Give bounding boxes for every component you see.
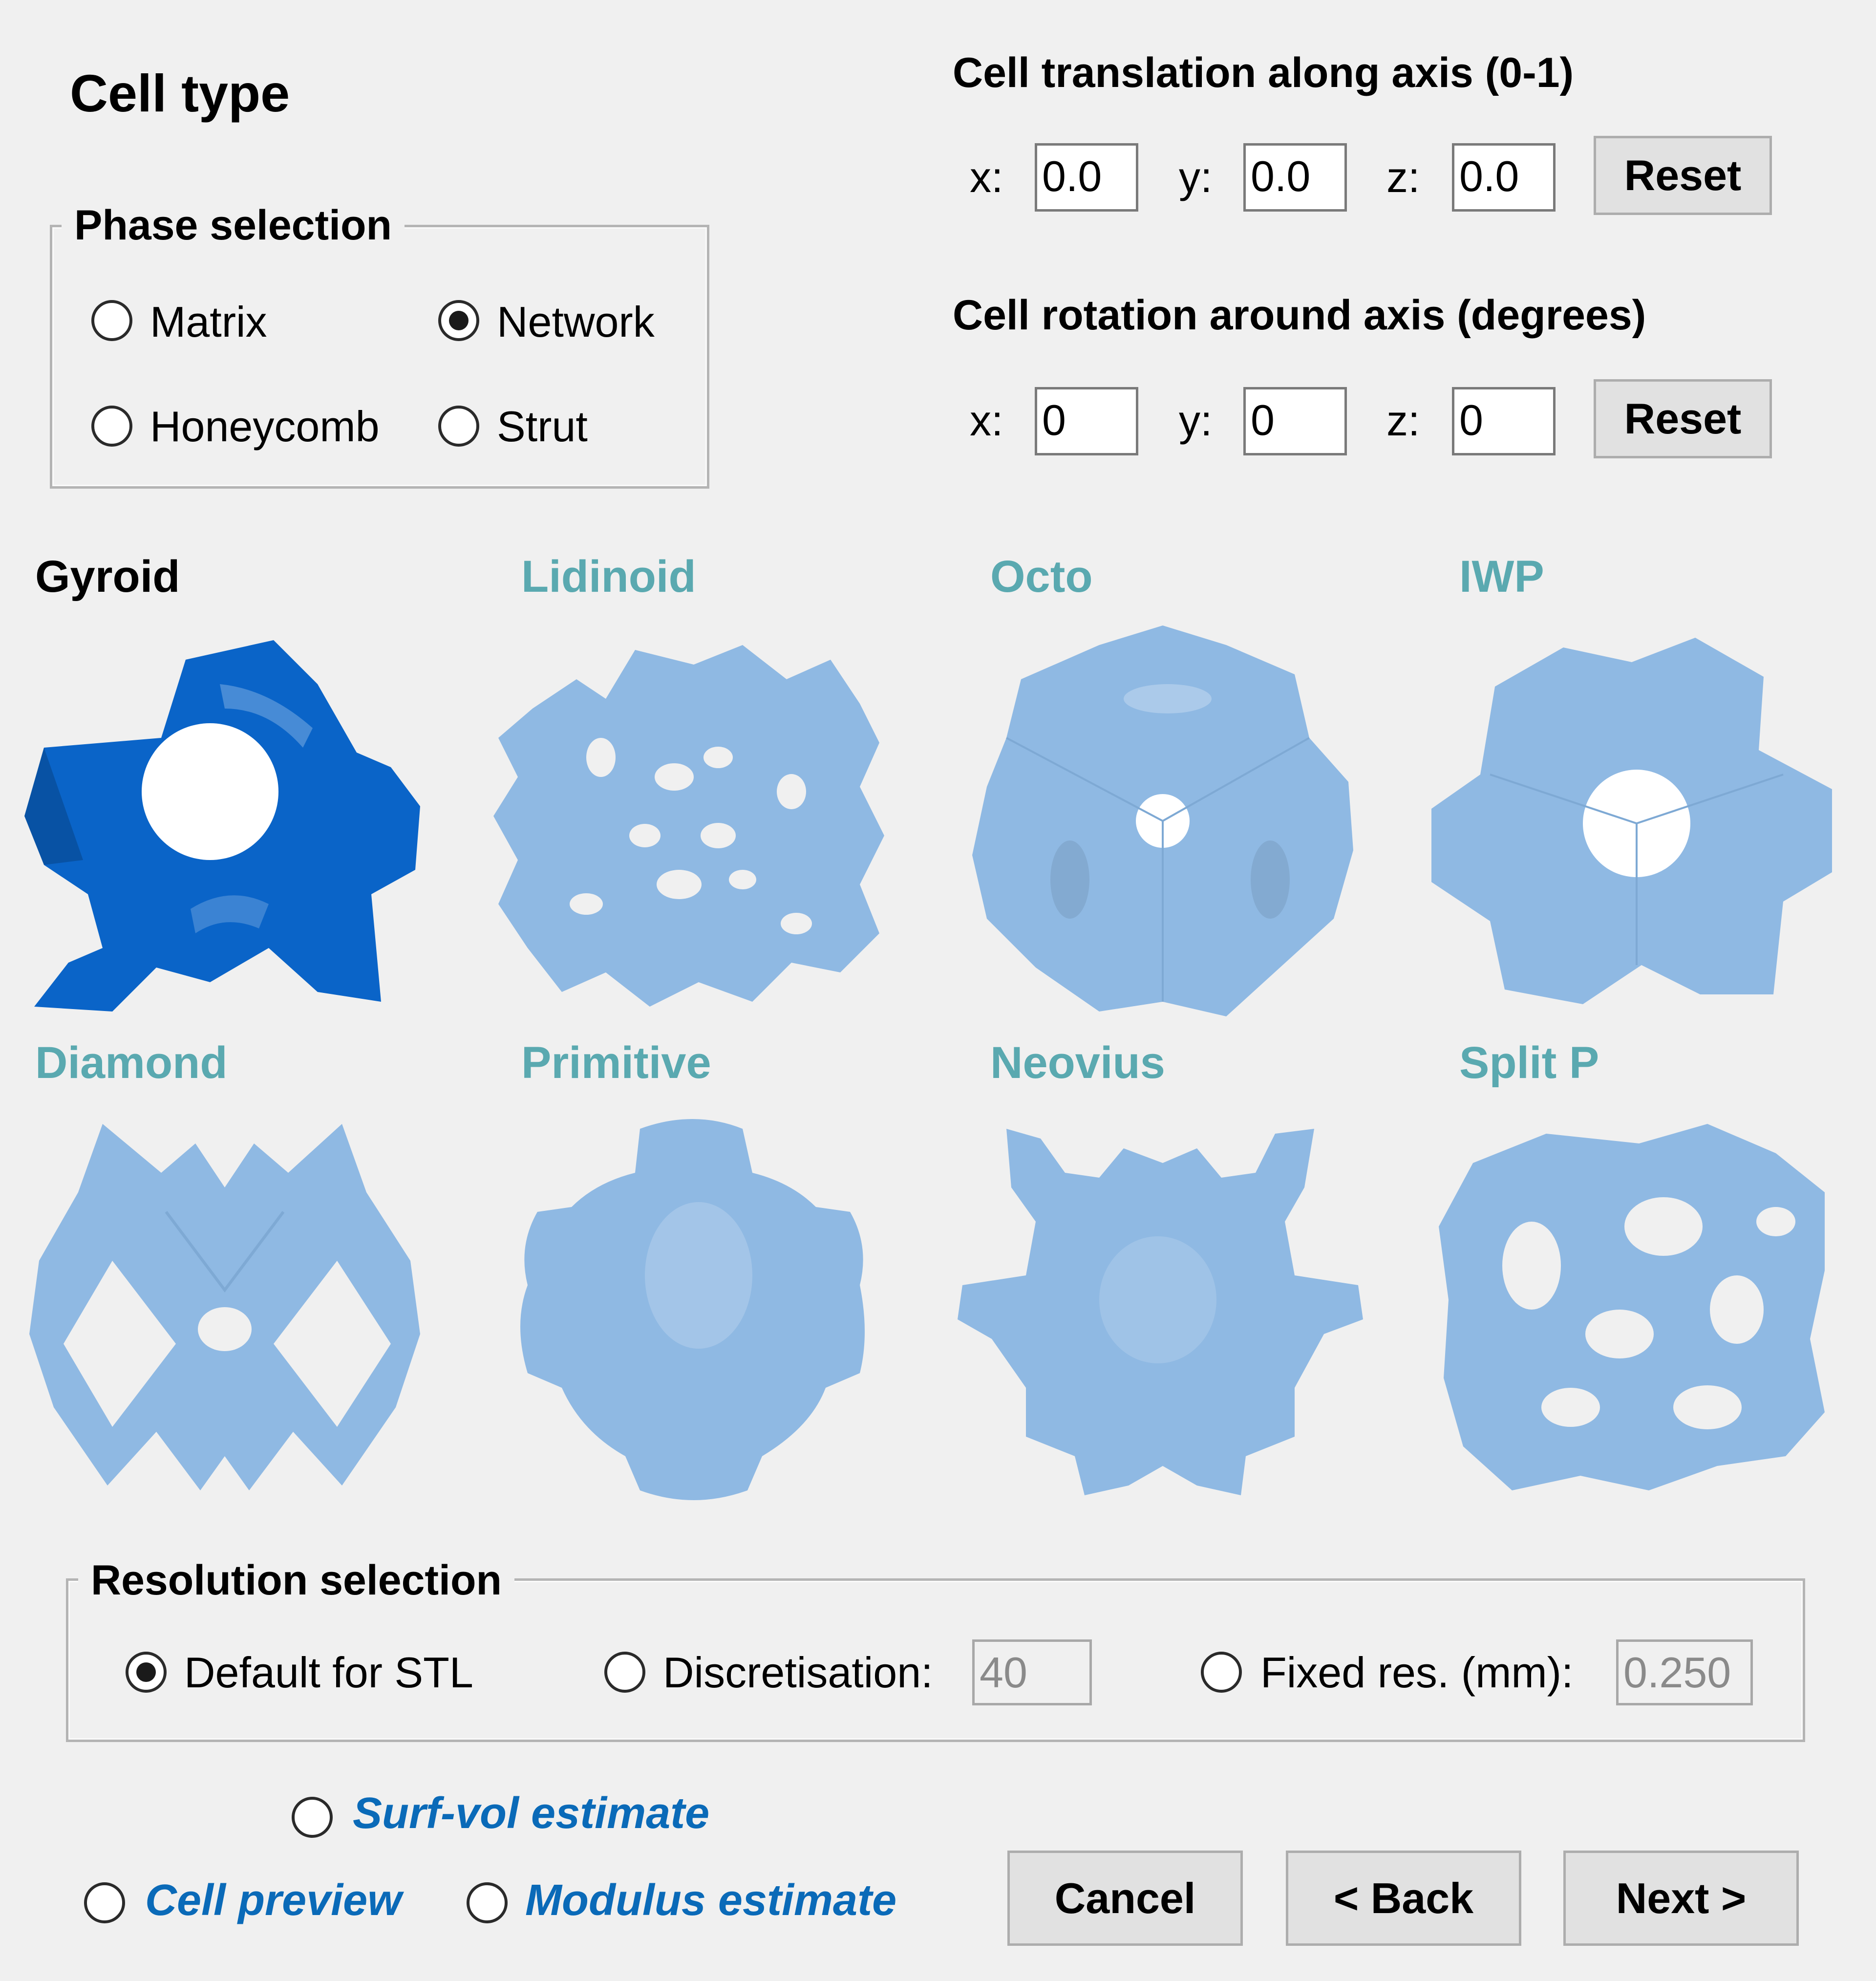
page-title: Cell type bbox=[70, 64, 290, 123]
translation-x-label: x: bbox=[970, 153, 1003, 201]
translation-y-input[interactable]: 0.0 bbox=[1243, 143, 1347, 212]
lidinoid-shape bbox=[493, 645, 884, 1007]
cell-image-lidinoid[interactable] bbox=[489, 630, 894, 1012]
neovius-shape bbox=[958, 1129, 1363, 1495]
cell-image-gyroid[interactable] bbox=[15, 630, 430, 1012]
radio-matrix[interactable] bbox=[91, 300, 132, 341]
rotation-x-input[interactable]: 0 bbox=[1035, 387, 1138, 455]
back-button[interactable]: < Back bbox=[1286, 1851, 1521, 1946]
cell-image-octo[interactable] bbox=[962, 625, 1363, 1016]
surf-vol-estimate-label[interactable]: Surf-vol estimate bbox=[353, 1789, 710, 1838]
cell-title-split-p[interactable]: Split P bbox=[1459, 1038, 1599, 1088]
cancel-button[interactable]: Cancel bbox=[1007, 1851, 1243, 1946]
resolution-selection-legend: Resolution selection bbox=[78, 1556, 515, 1605]
cell-image-neovius[interactable] bbox=[953, 1114, 1368, 1505]
cell-preview-label[interactable]: Cell preview bbox=[145, 1876, 402, 1925]
radio-fixed-res[interactable] bbox=[1201, 1652, 1242, 1693]
rotation-y-input[interactable]: 0 bbox=[1243, 387, 1347, 455]
rotation-z-input[interactable]: 0 bbox=[1452, 387, 1556, 455]
radio-strut[interactable] bbox=[438, 406, 479, 447]
cell-title-lidinoid[interactable]: Lidinoid bbox=[521, 552, 696, 602]
modulus-estimate-label[interactable]: Modulus estimate bbox=[525, 1876, 897, 1925]
fixed-res-input[interactable]: 0.250 bbox=[1616, 1639, 1753, 1705]
cell-image-primitive[interactable] bbox=[508, 1114, 879, 1505]
phase-selection-group bbox=[50, 225, 709, 489]
next-button[interactable]: Next > bbox=[1563, 1851, 1799, 1946]
rotation-y-label: y: bbox=[1179, 396, 1213, 445]
phase-selection-legend: Phase selection bbox=[62, 201, 405, 250]
cell-image-diamond[interactable] bbox=[20, 1114, 430, 1495]
cell-title-iwp[interactable]: IWP bbox=[1459, 552, 1544, 602]
radio-default-stl-label: Default for STL bbox=[184, 1648, 473, 1697]
radio-honeycomb-label: Honeycomb bbox=[150, 402, 380, 451]
translation-z-input[interactable]: 0.0 bbox=[1452, 143, 1556, 212]
translation-title: Cell translation along axis (0-1) bbox=[953, 49, 1574, 96]
cell-title-gyroid[interactable]: Gyroid bbox=[35, 552, 180, 602]
diamond-shape bbox=[29, 1124, 420, 1490]
rotation-z-label: z: bbox=[1386, 396, 1420, 445]
split-p-shape bbox=[1439, 1124, 1825, 1490]
radio-default-stl[interactable] bbox=[126, 1652, 167, 1693]
iwp-shape bbox=[1431, 638, 1832, 1004]
cell-image-split-p[interactable] bbox=[1434, 1114, 1830, 1495]
translation-y-label: y: bbox=[1179, 153, 1213, 201]
radio-surf-vol-estimate[interactable] bbox=[292, 1797, 333, 1838]
rotation-reset-button[interactable]: Reset bbox=[1594, 379, 1772, 458]
cell-title-octo[interactable]: Octo bbox=[990, 552, 1093, 602]
translation-z-label: z: bbox=[1386, 153, 1420, 201]
radio-modulus-estimate[interactable] bbox=[467, 1882, 508, 1923]
translation-x-input[interactable]: 0.0 bbox=[1035, 143, 1138, 212]
cell-title-primitive[interactable]: Primitive bbox=[521, 1038, 711, 1088]
translation-reset-button[interactable]: Reset bbox=[1594, 136, 1772, 215]
radio-cell-preview[interactable] bbox=[84, 1882, 125, 1923]
radio-network-label: Network bbox=[497, 298, 655, 346]
radio-discretisation[interactable] bbox=[604, 1652, 645, 1693]
gyroid-shape bbox=[24, 640, 420, 1012]
octo-shape bbox=[972, 625, 1353, 1016]
rotation-x-label: x: bbox=[970, 396, 1003, 445]
radio-discretisation-label: Discretisation: bbox=[663, 1648, 933, 1697]
radio-network[interactable] bbox=[438, 300, 479, 341]
rotation-title: Cell rotation around axis (degrees) bbox=[953, 292, 1646, 339]
discretisation-input[interactable]: 40 bbox=[972, 1639, 1092, 1705]
cell-image-iwp[interactable] bbox=[1422, 628, 1842, 1014]
radio-honeycomb[interactable] bbox=[91, 406, 132, 447]
radio-fixed-res-label: Fixed res. (mm): bbox=[1260, 1648, 1574, 1697]
cell-title-neovius[interactable]: Neovius bbox=[990, 1038, 1165, 1088]
primitive-shape bbox=[520, 1119, 865, 1500]
resolution-selection-group bbox=[66, 1578, 1805, 1742]
radio-matrix-label: Matrix bbox=[150, 298, 267, 346]
radio-strut-label: Strut bbox=[497, 402, 588, 451]
cell-title-diamond[interactable]: Diamond bbox=[35, 1038, 228, 1088]
